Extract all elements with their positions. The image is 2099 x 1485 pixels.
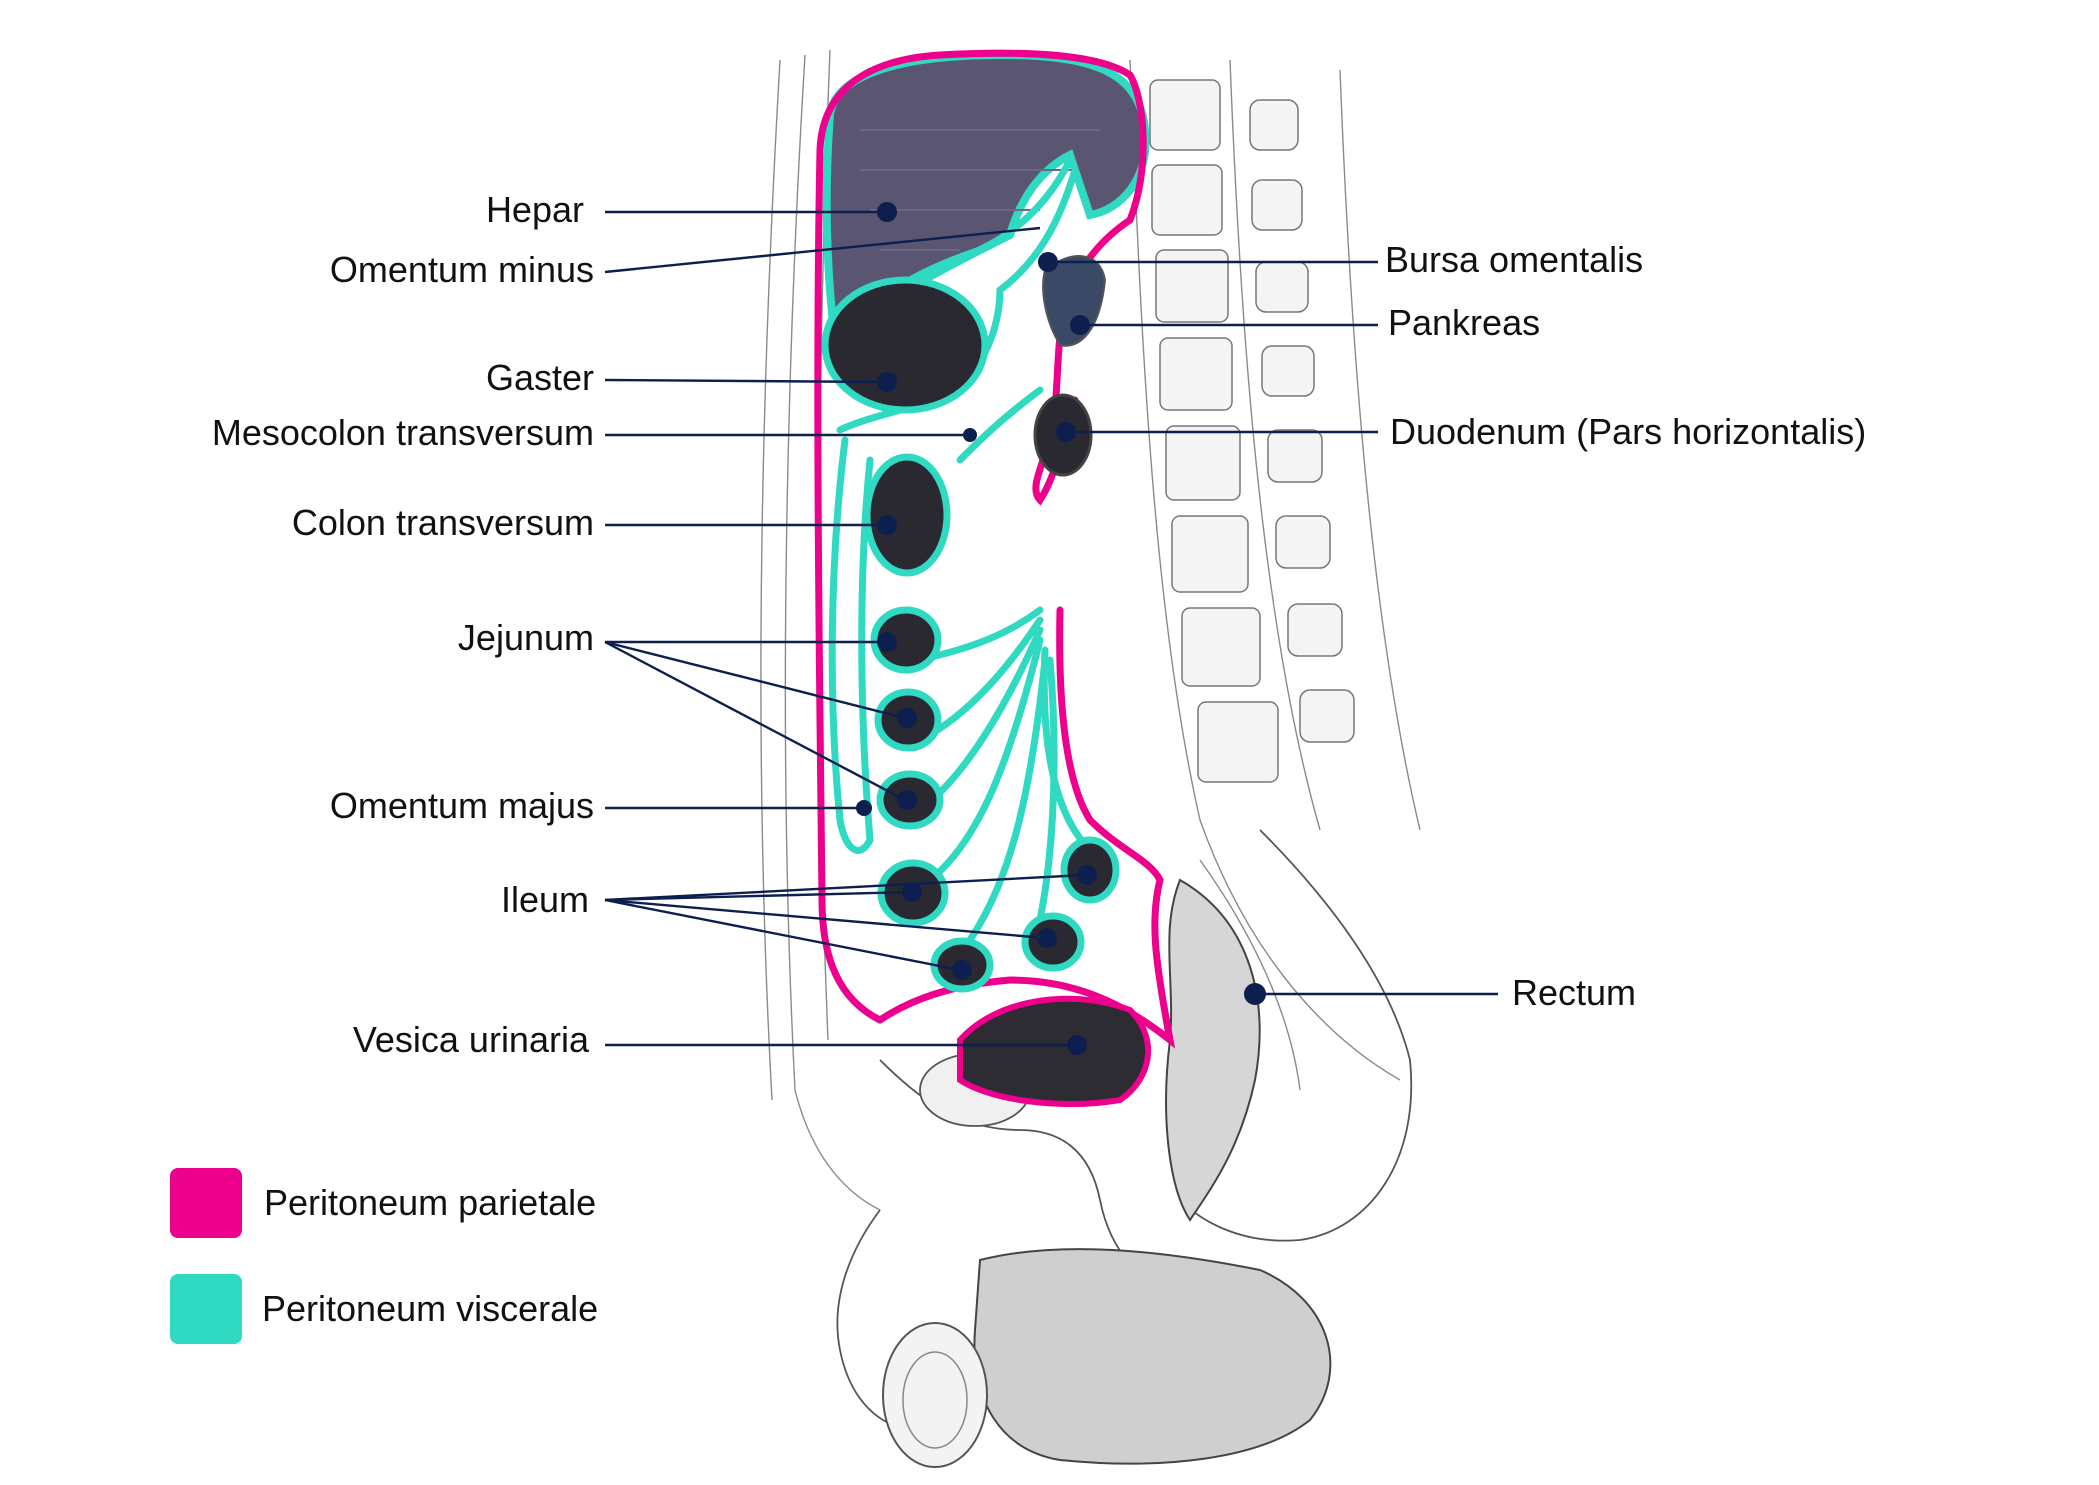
vesica-organ [957, 995, 1151, 1107]
label-bursa-omentalis: Bursa omentalis [1385, 239, 1643, 280]
label-pankreas: Pankreas [1388, 302, 1540, 343]
legend: Peritoneum parietale Peritoneum visceral… [170, 1168, 598, 1344]
label-hepar: Hepar [486, 189, 584, 230]
vertebrae [1149, 79, 1355, 783]
legend-swatch-parietale [170, 1168, 242, 1238]
right-labels: Bursa omentalis Pankreas Duodenum (Pars … [1385, 239, 1866, 1013]
anatomy-illustration [760, 49, 1421, 1468]
organs [821, 276, 1120, 993]
legend-swatch-viscerale [170, 1274, 242, 1344]
legend-label-viscerale: Peritoneum viscerale [262, 1288, 598, 1329]
label-jejunum: Jejunum [458, 617, 594, 658]
gaster-organ [821, 276, 989, 414]
label-ileum: Ileum [501, 879, 589, 920]
peritoneum-viscerale-structures [828, 156, 1094, 944]
left-labels: Hepar Omentum minus Gaster Mesocolon tra… [212, 189, 594, 1060]
label-mesocolon-transversum: Mesocolon transversum [212, 412, 594, 453]
label-omentum-majus: Omentum majus [330, 785, 594, 826]
label-omentum-minus: Omentum minus [330, 249, 594, 290]
label-rectum: Rectum [1512, 972, 1636, 1013]
legend-label-parietale: Peritoneum parietale [264, 1182, 596, 1223]
label-vesica-urinaria: Vesica urinaria [353, 1019, 590, 1060]
jejunum-organ-1 [870, 606, 942, 674]
label-duodenum: Duodenum (Pars horizontalis) [1390, 411, 1866, 452]
label-colon-transversum: Colon transversum [292, 502, 594, 543]
leader-lines [604, 202, 1498, 1055]
label-gaster: Gaster [486, 357, 594, 398]
colon-organ [863, 453, 951, 577]
